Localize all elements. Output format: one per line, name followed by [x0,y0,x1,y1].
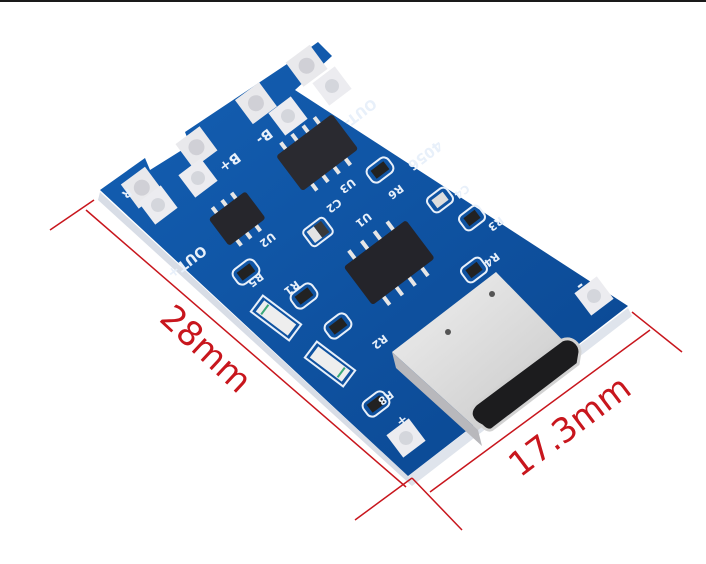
solder-pads [120,44,328,209]
ic-u2 [209,191,265,247]
resistors [231,156,488,418]
dimension-28mm [49,199,413,521]
dimension-17-3mm [411,311,683,531]
capacitor-c2 [302,216,334,248]
leds [249,294,357,388]
ic-u1-tp4056 [344,220,434,307]
pads-top [138,66,614,458]
usb-type-c-connector [392,272,582,446]
label-4056: 4056 [404,137,445,173]
top-border [0,0,706,2]
ic-u3 [277,115,358,192]
